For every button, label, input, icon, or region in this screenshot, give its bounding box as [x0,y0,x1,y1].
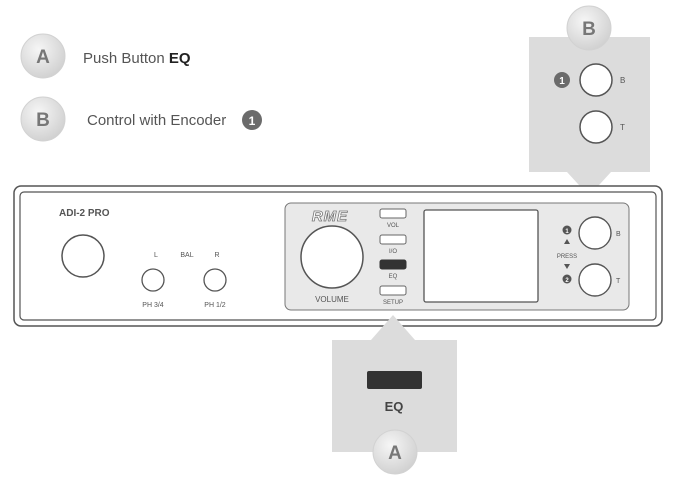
jack-ph12 [203,268,227,292]
legend-a-bold: EQ [169,50,191,67]
callout-a-badge [372,429,418,475]
jack-ph34 [141,268,165,292]
callout-b-encoder-1-number: 1 [559,76,565,87]
callout-b-encoder-top [579,63,613,97]
setup-button [379,285,407,296]
legend-b-text: Control with Encoder [87,112,226,129]
badge-b-letter: B [36,110,50,131]
callout-b-top-label: B [620,76,625,85]
callout-a-eq-label: EQ [385,399,404,414]
press-label: PRESS [557,254,577,260]
io-button-label: I/O [389,249,397,255]
callout-a: EQ A [332,315,457,475]
callout-b-badge [566,5,612,51]
callout-a-eq-button [367,371,422,389]
volume-knob [300,225,364,289]
callout-b: B 1 B T [529,5,650,196]
encoder-t [578,263,612,297]
device-panel: ADI-2 PRO L BAL R PH 3/4 PH 1/2 RME VOLU… [13,185,663,327]
device-inner-frame [19,191,657,321]
legend-a-text: Push Button EQ [83,50,191,67]
encoder-1-marker [562,225,572,235]
bal-label: BAL [180,252,193,259]
encoder-1-badge [242,110,262,130]
display-screen [423,209,539,303]
badge-b [20,96,66,142]
arrow-up-icon [564,239,570,244]
rme-logo: RME [312,208,348,225]
eq-button-label: EQ [389,274,398,280]
callout-b-bottom-label: T [620,123,625,132]
callout-b-letter: B [582,19,596,40]
callout-b-encoder-bottom [579,110,613,144]
volume-label: VOLUME [315,295,349,304]
arrow-down-icon [564,264,570,269]
power-knob [61,234,105,278]
legend-a: A Push Button EQ [20,33,191,79]
vol-button [379,208,407,219]
setup-button-label: SETUP [383,300,403,306]
callout-b-encoder-1-badge [554,72,570,88]
encoder-1-badge-number: 1 [249,114,256,128]
encoder-2-marker-number: 2 [565,278,569,284]
ph12-label: PH 1/2 [204,302,226,309]
callout-a-letter: A [388,443,402,464]
badge-a-letter: A [36,47,50,68]
legend-a-prefix: Push Button [83,50,169,67]
encoder-2-marker [562,274,572,284]
r-label: R [214,252,219,259]
encoder-b-label: B [616,231,621,238]
encoder-1-marker-number: 1 [565,229,569,235]
io-button [379,234,407,245]
encoder-t-label: T [616,278,621,285]
ph34-label: PH 3/4 [142,302,164,309]
legend-b: B Control with Encoder 1 [20,96,262,142]
encoder-b [578,216,612,250]
l-label: L [154,252,158,259]
device-model: ADI-2 PRO [59,208,110,219]
vol-button-label: VOL [387,223,400,229]
badge-a [20,33,66,79]
eq-button [379,259,407,270]
